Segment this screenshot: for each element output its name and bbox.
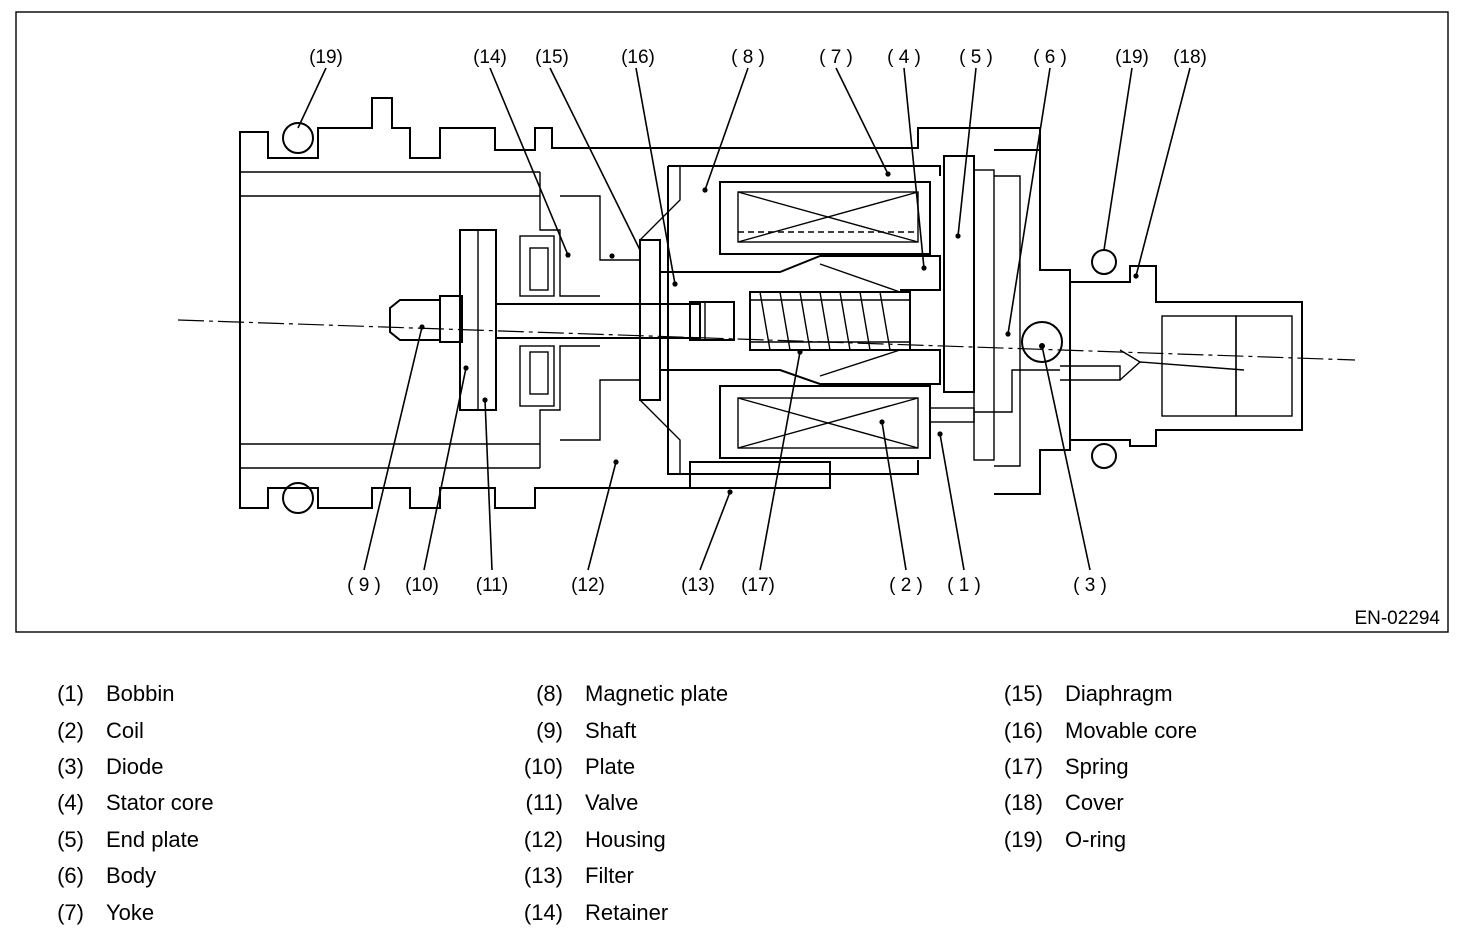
- figure-id: EN-02294: [1354, 608, 1440, 629]
- callout-2: ( 2 ): [889, 575, 923, 596]
- part-markers: [419, 171, 1139, 495]
- callout-3: ( 3 ): [1073, 575, 1107, 596]
- legend-column-3: (15) Diaphragm (16) Movable core (17) Sprin…: [998, 676, 1472, 858]
- legend-column-1: (1) Bobbin (2) Coil (3) Diode (4) Stator cor…: [50, 676, 530, 931]
- shaft: [389, 299, 735, 341]
- callout-4: ( 4 ): [887, 47, 921, 68]
- legend-column-2: (8) Magnetic plate (9) Shaft (10) Plate (11…: [518, 676, 998, 931]
- legend-number: (8): [536, 681, 563, 707]
- legend-number: (17): [1003, 753, 1043, 779]
- figure-frame: [15, 11, 1449, 633]
- legend-name: Valve: [585, 790, 639, 816]
- legend-name: Plate: [585, 753, 636, 779]
- legend-name: Filter: [585, 863, 634, 889]
- legend-number: (6): [57, 863, 84, 889]
- legend-number: (1): [57, 681, 84, 707]
- legend-name: Movable core: [1065, 717, 1198, 743]
- legend-name: Cover: [1065, 790, 1124, 816]
- o-ring-left-top: [282, 122, 314, 154]
- legend-number: (18): [1003, 790, 1043, 816]
- legend-name: Bobbin: [106, 681, 175, 707]
- solenoid-valve-diagram: (19) (14) (15) (16) ( 8 ) ( 7 ) ( 4 ) ( …: [15, 11, 1449, 633]
- o-ring-left-bottom: [282, 482, 314, 514]
- legend-name: End plate: [106, 826, 199, 852]
- legend-item: (4) Stator core: [50, 785, 530, 821]
- callout-8: ( 8 ): [731, 47, 765, 68]
- callout-12: (12): [571, 575, 605, 596]
- legend-item: (1) Bobbin: [50, 676, 530, 712]
- legend-item: (8) Magnetic plate: [518, 676, 998, 712]
- legend-name: Retainer: [585, 899, 669, 925]
- legend-name: Stator core: [106, 790, 214, 816]
- legend-number: (13): [523, 863, 563, 889]
- legend-item: (15) Diaphragm: [998, 676, 1472, 712]
- callout-15: (15): [535, 47, 569, 68]
- o-ring-right-top: [1091, 249, 1117, 275]
- legend-number: (10): [523, 753, 563, 779]
- o-ring-right-bottom: [1091, 443, 1117, 469]
- callout-5: ( 5 ): [959, 47, 993, 68]
- legend-name: Coil: [106, 717, 144, 743]
- callout-10: (10): [405, 575, 439, 596]
- callout-13: (13): [681, 575, 715, 596]
- leader-lines: [297, 67, 1191, 571]
- legend-name: Yoke: [106, 899, 155, 925]
- legend-name: Spring: [1065, 753, 1129, 779]
- legend-item: (3) Diode: [50, 749, 530, 785]
- legend-number: (15): [1003, 681, 1043, 707]
- callout-16: (16): [621, 47, 655, 68]
- legend-item: (17) Spring: [998, 749, 1472, 785]
- callout-6: ( 6 ): [1033, 47, 1067, 68]
- legend-number: (11): [525, 790, 564, 816]
- legend-number: (5): [57, 826, 84, 852]
- legend-item: (11) Valve: [518, 785, 998, 821]
- callout-19-right: (19): [1115, 47, 1149, 68]
- legend-item: (19) O-ring: [998, 822, 1472, 858]
- legend-number: (19): [1003, 826, 1043, 852]
- legend-name: Body: [106, 863, 157, 889]
- callout-1: ( 1 ): [947, 575, 981, 596]
- cover: [1060, 265, 1303, 447]
- legend-name: O-ring: [1065, 826, 1127, 852]
- legend-item: (7) Yoke: [50, 894, 530, 930]
- end-plate-body: [929, 149, 1071, 495]
- legend-item: (16) Movable core: [998, 712, 1472, 748]
- legend-item: (18) Cover: [998, 785, 1472, 821]
- callout-7: ( 7 ): [819, 47, 853, 68]
- legend-item: (5) End plate: [50, 822, 530, 858]
- legend-number: (7): [57, 899, 84, 925]
- legend-number: (3): [57, 753, 84, 779]
- callout-17: (17): [741, 575, 775, 596]
- legend-name: Magnetic plate: [585, 681, 729, 707]
- housing-outline: [239, 97, 1041, 509]
- legend-name: Shaft: [585, 717, 637, 743]
- valve-plate-stack: [439, 229, 555, 411]
- core-and-spring: [660, 255, 941, 385]
- legend-number: (9): [536, 717, 563, 743]
- callout-19-left: (19): [309, 47, 343, 68]
- legend-item: (6) Body: [50, 858, 530, 894]
- legend-number: (16): [1003, 717, 1043, 743]
- legend-number: (4): [57, 790, 84, 816]
- callout-14: (14): [473, 47, 507, 68]
- legend-item: (12) Housing: [518, 822, 998, 858]
- legend-item: (13) Filter: [518, 858, 998, 894]
- center-axis: [177, 319, 1356, 361]
- legend-name: Diaphragm: [1065, 681, 1173, 707]
- legend-number: (12): [523, 826, 563, 852]
- legend-number: (2): [57, 717, 84, 743]
- callout-11: (11): [476, 575, 508, 596]
- legend-number: (14): [523, 899, 563, 925]
- legend-name: Diode: [106, 753, 164, 779]
- legend-item: (14) Retainer: [518, 894, 998, 930]
- diaphragm-frame: [639, 165, 941, 489]
- diode-body: [1021, 321, 1063, 363]
- legend-item: (9) Shaft: [518, 712, 998, 748]
- legend-name: Housing: [585, 826, 666, 852]
- legend-item: (10) Plate: [518, 749, 998, 785]
- callout-9: ( 9 ): [347, 575, 381, 596]
- callout-18: (18): [1173, 47, 1207, 68]
- legend-item: (2) Coil: [50, 712, 530, 748]
